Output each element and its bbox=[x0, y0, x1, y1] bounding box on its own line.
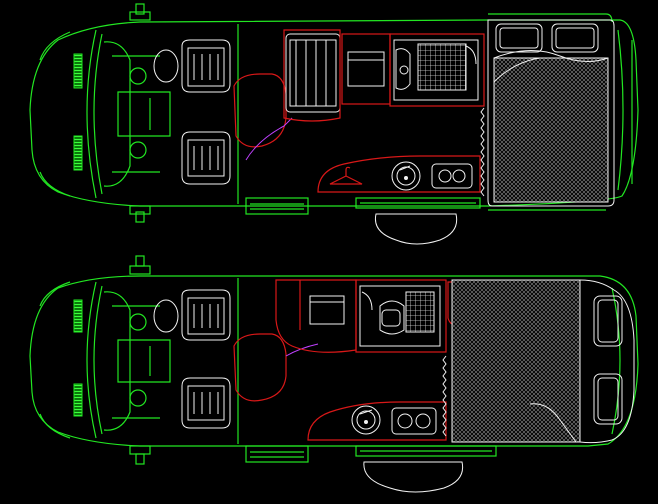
hob-icon bbox=[431, 163, 473, 189]
bed-pillow-upper bbox=[593, 295, 623, 347]
fridge-bottom bbox=[275, 279, 357, 353]
passenger-seat-bottom bbox=[181, 377, 231, 429]
van-body-outline-bottom bbox=[29, 255, 639, 465]
layout-top bbox=[29, 3, 639, 245]
dinette-table-top bbox=[233, 73, 287, 148]
sink-icon-bottom bbox=[351, 405, 381, 435]
hob-icon-bottom bbox=[391, 407, 437, 435]
sliding-door-step-bottom bbox=[363, 461, 464, 493]
bed-pillow-right bbox=[551, 23, 599, 53]
rear-bed-top bbox=[487, 19, 615, 207]
bench-seat-top bbox=[283, 29, 341, 122]
fridge-top bbox=[341, 33, 391, 105]
dinette-table-bottom bbox=[233, 333, 287, 402]
toilet-icon-bottom bbox=[405, 291, 435, 333]
front-grill-icon bbox=[73, 53, 83, 89]
driver-seat-bottom bbox=[153, 289, 231, 341]
sink-icon bbox=[391, 161, 421, 191]
washroom-top bbox=[389, 33, 485, 107]
bed-pillow-lower bbox=[593, 373, 623, 425]
bed-pillow-left bbox=[495, 23, 543, 53]
passenger-seat-top bbox=[181, 131, 231, 185]
toilet-icon bbox=[417, 43, 467, 91]
kitchen-counter-bottom bbox=[307, 401, 447, 441]
washroom-bottom bbox=[355, 279, 447, 353]
van-body-outline-top bbox=[29, 3, 639, 223]
driver-seat-top bbox=[153, 39, 231, 93]
lengthwise-bed-bottom bbox=[451, 279, 635, 444]
sliding-door-step-top bbox=[374, 213, 458, 245]
front-grill-icon-bottom bbox=[73, 299, 83, 333]
kitchen-counter-top bbox=[317, 155, 481, 193]
wardrobe-hanger-icon bbox=[329, 166, 363, 185]
layout-bottom bbox=[29, 255, 639, 493]
